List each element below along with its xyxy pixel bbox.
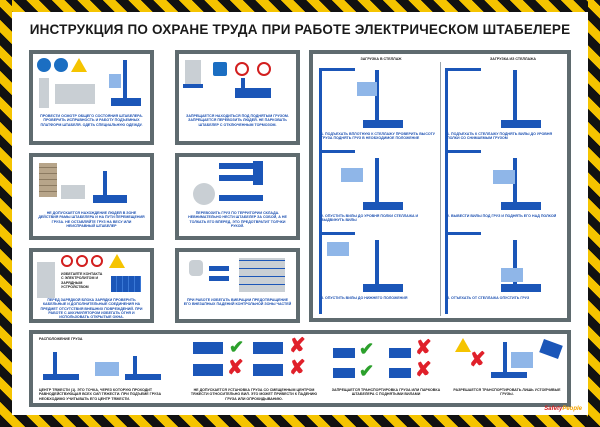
load-box-icon bbox=[95, 362, 119, 376]
stacker-icon bbox=[53, 352, 57, 378]
check-ok-icon: ✔ bbox=[359, 339, 375, 359]
panel-transport: ПЕРЕВОЗИТЬ ГРУЗ ПО ТЕРРИТОРИИ СКЛАДА. НЕ… bbox=[175, 153, 300, 240]
check-ok-icon: ✔ bbox=[359, 361, 375, 381]
hazard-stripe-bottom bbox=[0, 415, 600, 427]
check-ok-icon: ✔ bbox=[229, 337, 245, 357]
hazard-stripe-right bbox=[588, 0, 600, 427]
divider bbox=[440, 62, 441, 316]
stacker-icon bbox=[513, 158, 517, 208]
cross-bad-icon: ✘ bbox=[469, 349, 486, 371]
load-placement-caption-3: ЗАПРЕЩАЕТСЯ ТРАНСПОРТИРОВКА ГРУЗА ИЛИ ПА… bbox=[331, 388, 441, 397]
cross-bad-icon: ✘ bbox=[289, 335, 306, 357]
no-smoking-sign-icon bbox=[76, 255, 88, 267]
brand-part-1: Safety bbox=[544, 406, 563, 412]
rack-grid-icon bbox=[239, 258, 285, 292]
panel-rack-loading: ЗАГРУЗКА В СТЕЛЛАЖ ЗАГРУЗКА ИЗ СТЕЛЛАЖА … bbox=[309, 50, 571, 322]
loading-left-step-1: 1. ПОДЪЕХАТЬ ВПЛОТНУЮ К СТЕЛЛАЖУ ПРОВЕРИ… bbox=[321, 132, 436, 141]
load-placement-caption-4: РАЗРЕШАЕТСЯ ТРАНСПОРТИРОВАТЬ ЛИШЬ УСТОЙЧ… bbox=[453, 388, 561, 397]
hazard-stripe-top bbox=[0, 0, 600, 12]
stacker-top-icon bbox=[193, 342, 223, 354]
panel-battery-note: ИЗБЕГАЙТЕ КОНТАКТА С ЭЛЕКТРОЛИТОМ И ЗАРЯ… bbox=[61, 272, 103, 289]
panel-inspection-caption: ПРОВЕСТИ ОСМОТР ОБЩЕГО СОСТОЯНИЯ ШТАБЕЛЕ… bbox=[40, 114, 143, 127]
cross-bad-icon: ✘ bbox=[415, 337, 432, 359]
panel-danger-zone: НЕ ДОПУСКАЕТСЯ НАХОЖДЕНИЕ ЛЮДЕЙ В ЗОНЕ Д… bbox=[29, 153, 154, 240]
no-fire-sign-icon bbox=[61, 255, 73, 267]
no-passenger-sign-icon bbox=[235, 62, 249, 76]
pallet-load-icon bbox=[61, 185, 85, 199]
forks-icon bbox=[209, 266, 229, 271]
forks-top-view-icon bbox=[219, 163, 253, 169]
poster-title: ИНСТРУКЦИЯ ПО ОХРАНЕ ТРУДА ПРИ РАБОТЕ ЭЛ… bbox=[29, 22, 571, 37]
panel-battery: ИЗБЕГАЙТЕ КОНТАКТА С ЭЛЕКТРОЛИТОМ И ЗАРЯ… bbox=[29, 248, 154, 323]
loading-right-title: ЗАГРУЗКА ИЗ СТЕЛЛАЖА bbox=[490, 57, 536, 61]
stacker-icon bbox=[375, 70, 379, 126]
battery-icon bbox=[111, 276, 141, 292]
cross-bad-icon: ✘ bbox=[415, 359, 432, 381]
gloves-sign-icon bbox=[54, 58, 68, 72]
panel-vibration-caption: ПРИ РАБОТЕ ИЗБЕГАТЬ ВИБРАЦИИ ПРЕДОТВРАЩЕ… bbox=[183, 298, 292, 307]
loading-left-step-2: 2. ОПУСТИТЬ ВИЛЫ ДО УРОВНЯ ПОЛКИ СТЕЛЛАЖ… bbox=[321, 214, 419, 223]
stacker-icon bbox=[513, 70, 517, 126]
worker-figure-icon bbox=[39, 78, 49, 108]
load-placement-heading: РАСПОЛОЖЕНИЕ ГРУЗА bbox=[39, 337, 83, 341]
panel-prohibitions-caption: ЗАПРЕЩАЕТСЯ НАХОДИТЬСЯ ПОД ПОДНЯТЫМ ГРУЗ… bbox=[186, 114, 289, 127]
stacker-icon bbox=[503, 342, 507, 376]
warning-sign-icon bbox=[455, 338, 471, 352]
panel-transport-caption: ПЕРЕВОЗИТЬ ГРУЗ ПО ТЕРРИТОРИИ СКЛАДА. НЕ… bbox=[188, 211, 287, 228]
brand-part-2: People bbox=[562, 406, 582, 412]
cross-bad-icon: ✘ bbox=[227, 357, 244, 379]
stacker-icon bbox=[513, 240, 517, 290]
brand-logo: SafetyPeople bbox=[544, 406, 582, 412]
charging-stacker-icon bbox=[37, 262, 55, 298]
poster-sheet: ИНСТРУКЦИЯ ПО ОХРАНЕ ТРУДА ПРИ РАБОТЕ ЭЛ… bbox=[12, 12, 588, 415]
no-flame-sign-icon bbox=[91, 255, 103, 267]
panel-prohibitions: ЗАПРЕЩАЕТСЯ НАХОДИТЬСЯ ПОД ПОДНЯТЫМ ГРУЗ… bbox=[175, 50, 300, 145]
person-pulling-icon bbox=[193, 183, 215, 205]
load-placement-caption-1: ЦЕНТР ТЯЖЕСТИ (1). ЭТО ТОЧКА, ЧЕРЕЗ КОТО… bbox=[39, 388, 162, 401]
brake-sign-icon bbox=[257, 62, 271, 76]
warning-sign-icon bbox=[109, 254, 125, 268]
cross-bad-icon: ✘ bbox=[289, 357, 306, 379]
load-placement-caption-2: НЕ ДОПУСКАЕТСЯ УСТАНОВКА ГРУЗА СО СМЕЩЕН… bbox=[190, 388, 318, 401]
warning-sign-icon bbox=[71, 58, 87, 72]
stacker-icon bbox=[375, 240, 379, 290]
panel-load-placement: РАСПОЛОЖЕНИЕ ГРУЗА ЦЕНТР ТЯЖЕСТИ (1). ЭТ… bbox=[29, 330, 571, 407]
rack-icon bbox=[445, 68, 448, 314]
person-under-load-icon bbox=[185, 60, 201, 88]
brick-wall-icon bbox=[39, 163, 57, 197]
hand-icon bbox=[189, 260, 203, 276]
stacker-icon bbox=[333, 348, 355, 358]
panel-battery-caption: ПЕРЕД ЗАРЯДКОЙ БЛОКА ЗАРЯДКИ ПРОВЕРИТЬ К… bbox=[40, 298, 143, 318]
parking-sign-icon bbox=[213, 62, 227, 76]
loading-right-step-2: 2. ВЫВЕСТИ ВИЛЫ ПОД ГРУЗ И ПОДНЯТЬ ЕГО Н… bbox=[447, 214, 557, 218]
stacker-icon bbox=[375, 158, 379, 208]
stacker-icon bbox=[235, 88, 271, 98]
loading-left-title: ЗАГРУЗКА В СТЕЛЛАЖ bbox=[360, 57, 402, 61]
hazard-stripe-left bbox=[0, 0, 12, 427]
loading-right-step-1: 1. ПОДЪЕХАТЬ К СТЕЛЛАЖУ ПОДНЯТЬ ВИЛЫ ДО … bbox=[447, 132, 553, 141]
helmet-sign-icon bbox=[37, 58, 51, 72]
loading-left-step-3: 3. ОПУСТИТЬ ВИЛЫ ДО НИЖНЕГО ПОЛОЖЕНИЯ bbox=[321, 296, 408, 300]
stacker-icon bbox=[103, 171, 107, 201]
panel-inspection: ПРОВЕСТИ ОСМОТР ОБЩЕГО СОСТОЯНИЯ ШТАБЕЛЕ… bbox=[29, 50, 154, 145]
loading-right-step-3: 3. ОТЪЕХАТЬ ОТ СТЕЛЛАЖА ОПУСТИТЬ ГРУЗ bbox=[447, 296, 530, 300]
panel-vibration: ПРИ РАБОТЕ ИЗБЕГАТЬ ВИБРАЦИИ ПРЕДОТВРАЩЕ… bbox=[175, 248, 300, 323]
forklift-mast-icon bbox=[123, 60, 127, 104]
panel-danger-zone-caption: НЕ ДОПУСКАЕТСЯ НАХОЖДЕНИЕ ЛЮДЕЙ В ЗОНЕ Д… bbox=[38, 211, 145, 228]
rack-icon bbox=[319, 68, 322, 314]
